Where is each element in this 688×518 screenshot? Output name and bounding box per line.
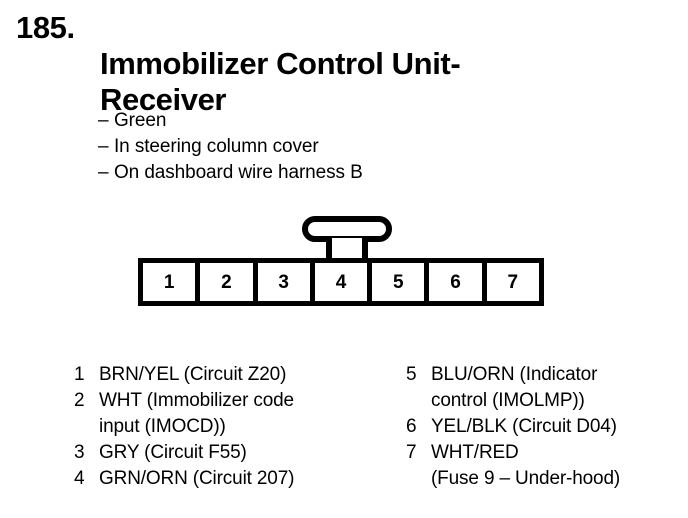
terminal-cell: 2 xyxy=(200,263,253,301)
pin-list-item: 5 BLU/ORN (Indicator control (IMOLMP)) xyxy=(406,362,684,414)
pin-number: 5 xyxy=(406,364,417,385)
note-item-label: Green xyxy=(114,110,167,131)
note-item: –Green xyxy=(98,108,618,134)
pin-description: GRN/ORN (Circuit 207) xyxy=(99,468,295,489)
terminal-cell: 7 xyxy=(486,263,539,301)
pin-number: 4 xyxy=(74,468,85,489)
pin-list-item: 3 GRY (Circuit F55) xyxy=(74,440,394,466)
page-title: 185. Immobilizer Control Unit- Receiver xyxy=(16,10,688,118)
note-dash: – xyxy=(98,136,109,157)
terminal-cell: 5 xyxy=(372,263,425,301)
terminal-cell: 1 xyxy=(143,263,196,301)
section-number: 185. xyxy=(16,10,75,45)
note-item-label: In steering column cover xyxy=(114,136,319,157)
note-item: –In steering column cover xyxy=(98,134,618,160)
pin-number: 2 xyxy=(74,390,85,411)
pin-number: 7 xyxy=(406,442,417,463)
pin-number: 3 xyxy=(74,442,85,463)
note-dash: – xyxy=(98,162,109,183)
pin-list-item: 4 GRN/ORN (Circuit 207) xyxy=(74,466,394,492)
pin-list-item: 7 WHT/RED (Fuse 9 – Under-hood) xyxy=(406,440,684,492)
pin-list-right: 5 BLU/ORN (Indicator control (IMOLMP)) 6… xyxy=(406,362,684,492)
pin-description: GRY (Circuit F55) xyxy=(99,442,247,463)
pin-number: 6 xyxy=(406,416,417,437)
pin-description: WHT (Immobilizer code input (IMOCD)) xyxy=(99,390,294,437)
terminal-cell: 3 xyxy=(257,263,310,301)
connector-terminal-row: 1 2 3 4 5 6 7 xyxy=(138,258,544,306)
terminal-cell: 6 xyxy=(429,263,482,301)
note-item-label: On dashboard wire harness B xyxy=(114,162,363,183)
pin-description: YEL/BLK (Circuit D04) xyxy=(431,416,617,437)
note-item: –On dashboard wire harness B xyxy=(98,160,618,186)
pin-list-item: 2 WHT (Immobilizer code input (IMOCD)) xyxy=(74,388,394,440)
location-notes: –Green –In steering column cover –On das… xyxy=(98,108,618,186)
terminal-cell: 4 xyxy=(314,263,368,301)
pin-list-item: 6 YEL/BLK (Circuit D04) xyxy=(406,414,684,440)
pin-description: BLU/ORN (Indicator control (IMOLMP)) xyxy=(431,364,598,411)
pin-description: BRN/YEL (Circuit Z20) xyxy=(99,364,287,385)
connector-diagram: 1 2 3 4 5 6 7 xyxy=(138,216,544,308)
page-title-text: Immobilizer Control Unit- Receiver xyxy=(100,45,461,117)
note-dash: – xyxy=(98,110,109,131)
pin-list-item: 1 BRN/YEL (Circuit Z20) xyxy=(74,362,394,388)
pin-list-left: 1 BRN/YEL (Circuit Z20) 2 WHT (Immobiliz… xyxy=(74,362,394,492)
pin-number: 1 xyxy=(74,364,85,385)
pin-description: WHT/RED (Fuse 9 – Under-hood) xyxy=(431,442,621,489)
